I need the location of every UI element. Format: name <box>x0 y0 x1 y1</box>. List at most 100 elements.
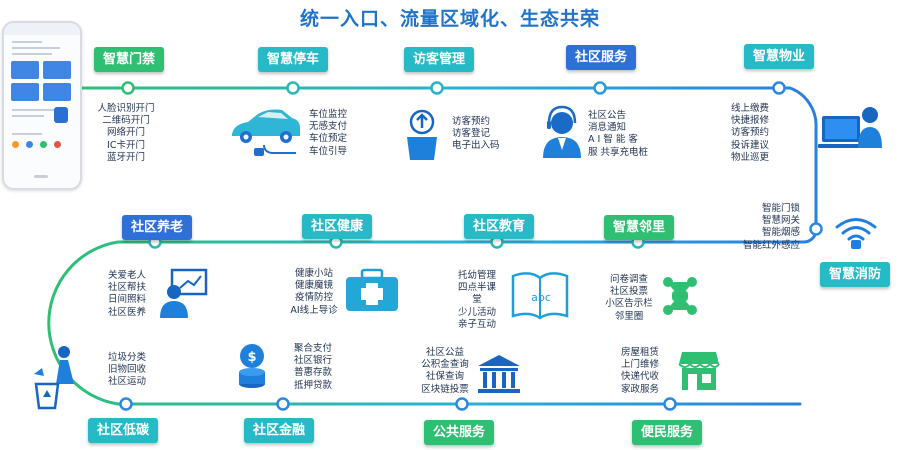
list-item: 关爱老人 <box>108 270 147 281</box>
list-item: 日间照料 <box>108 294 147 306</box>
visitor-upload-icon <box>407 109 437 160</box>
list-item: 智慧网关 <box>761 215 800 227</box>
list-item: 智能烟感 <box>761 227 800 239</box>
list-smart-neighbor: 问卷调查 社区投票 小区告示栏 邻里圈 <box>596 274 662 323</box>
list-visitor-management: 访客预约 访客登记 电子出入码 <box>452 116 500 153</box>
badge-community-service: 社区服务 <box>566 45 637 70</box>
list-item: 抵押贷款 <box>294 379 333 391</box>
node-dot-fire <box>809 222 823 236</box>
list-item: 线上缴费 <box>731 103 770 114</box>
list-item: 社区公告 <box>588 110 627 121</box>
list-item: 车位预定 <box>309 133 348 145</box>
list-item: 垃圾分类 <box>108 352 147 363</box>
list-community-lowcarbon: 垃圾分类 旧物回收 社区运动 <box>108 352 146 389</box>
list-public-service: 社区公益 公积金查询 社保查询 区块链投票 <box>412 347 478 396</box>
list-item: 普惠存款 <box>294 367 333 379</box>
badge-community-health: 社区健康 <box>302 214 373 239</box>
list-item: 房屋租赁 <box>620 347 659 358</box>
list-item: 公积金查询 <box>421 359 469 371</box>
list-item: 物业巡更 <box>731 151 770 163</box>
node-dot-property <box>772 81 786 95</box>
list-item: 少儿活动 <box>457 306 496 318</box>
list-smart-fire: 智能门锁 智慧网关 智能烟感 智能红外感应 <box>718 203 800 252</box>
list-item: A I 智 能 客 <box>588 134 638 146</box>
svg-text:abc: abc <box>531 291 551 304</box>
computer-user-icon <box>818 107 882 148</box>
list-item: 区块链投票 <box>421 383 469 395</box>
badge-public-service: 公共服务 <box>424 420 495 445</box>
node-dot-parking <box>286 81 300 95</box>
list-item: 健康小站 <box>294 268 333 279</box>
phone-app-icon <box>2 21 82 190</box>
storefront-icon <box>678 352 720 390</box>
badge-community-lowcarbon: 社区低碳 <box>88 418 159 443</box>
list-item: 社区投票 <box>609 286 648 298</box>
list-item: 无感支付 <box>309 121 348 133</box>
badge-smart-parking: 智慧停车 <box>258 47 329 72</box>
list-item: 社区银行 <box>294 355 333 367</box>
badge-smart-neighbor: 智慧邻里 <box>604 215 675 240</box>
list-item: 旧物回收 <box>108 364 147 376</box>
list-item: 蓝牙开门 <box>106 151 145 163</box>
list-item: 智能门锁 <box>761 203 800 214</box>
car-icon <box>232 109 300 156</box>
svg-text:$: $ <box>247 350 256 365</box>
teacher-board-icon <box>160 268 208 318</box>
first-aid-kit-icon <box>346 268 398 311</box>
list-community-service: 社区公告 消息通知 A I 智 能 客 服 共享充电桩 <box>588 110 648 159</box>
node-dot-lowcarbon <box>119 397 133 411</box>
badge-community-elderly: 社区养老 <box>122 215 193 240</box>
badge-smart-fire: 智慧消防 <box>820 262 891 287</box>
node-dot-visitor <box>430 81 444 95</box>
badge-community-finance: 社区金融 <box>244 418 315 443</box>
list-item: 消息通知 <box>588 122 627 134</box>
list-item: 服 共享充电桩 <box>588 146 649 158</box>
list-community-education: 托幼管理 四点半课 堂 少儿活动 亲子互动 <box>444 270 510 331</box>
list-item: 人脸识别开门 <box>97 103 155 114</box>
list-item: IC卡开门 <box>107 139 145 151</box>
list-item: 访客预约 <box>452 116 491 127</box>
list-community-elderly: 关爱老人 社区帮扶 日间照料 社区医养 <box>108 270 146 319</box>
node-dot-convenience <box>663 397 677 411</box>
wifi-signal-icon <box>835 218 877 249</box>
list-smart-gate: 人脸识别开门 二维码开门 网络开门 IC卡开门 蓝牙开门 <box>92 103 160 164</box>
list-item: 社保查询 <box>425 371 464 383</box>
badge-smart-gate: 智慧门禁 <box>94 47 165 72</box>
list-community-health: 健康小站 健康魔镜 疫情防控 AI线上导诊 <box>282 268 346 317</box>
list-item: 社区帮扶 <box>108 282 147 294</box>
list-item: 网络开门 <box>106 127 145 139</box>
list-item: 电子出入码 <box>452 140 500 152</box>
list-item: 上门维修 <box>620 359 659 371</box>
list-item: 健康魔镜 <box>294 280 333 292</box>
list-item: 二维码开门 <box>102 115 150 127</box>
coin-stack-icon: $ <box>239 344 265 388</box>
list-item: 访客登记 <box>452 128 491 140</box>
list-item: 投诉建议 <box>731 139 770 151</box>
list-item: 社区运动 <box>108 376 147 388</box>
bank-building-icon <box>478 355 520 393</box>
list-item: 四点半课 <box>457 282 496 294</box>
badge-community-education: 社区教育 <box>464 214 535 239</box>
node-dot-service <box>593 81 607 95</box>
people-network-icon <box>663 277 697 315</box>
list-item: 疫情防控 <box>294 292 333 304</box>
trash-recycle-icon <box>34 346 74 410</box>
list-item: 亲子互动 <box>457 318 496 330</box>
list-item: 聚合支付 <box>294 343 333 354</box>
list-item: 车位监控 <box>309 109 348 120</box>
list-item: 访客预约 <box>731 127 770 139</box>
list-community-finance: 聚合支付 社区银行 普惠存款 抵押贷款 <box>294 343 332 392</box>
badge-convenience-service: 便民服务 <box>632 420 703 445</box>
list-item: AI线上导诊 <box>290 304 338 316</box>
book-abc-icon: abc <box>511 272 569 320</box>
list-convenience-service: 房屋租赁 上门维修 快递代收 家政服务 <box>612 347 668 396</box>
list-item: 社区医养 <box>108 306 147 318</box>
list-item: 社区公益 <box>425 347 464 358</box>
route-nodes <box>119 81 823 411</box>
list-item: 车位引导 <box>309 145 348 157</box>
customer-service-icon <box>543 105 581 158</box>
list-item: 快捷报修 <box>731 115 770 127</box>
badge-visitor-management: 访客管理 <box>404 47 475 72</box>
diagram-title: 统一入口、流量区域化、生态共荣 <box>299 8 600 30</box>
